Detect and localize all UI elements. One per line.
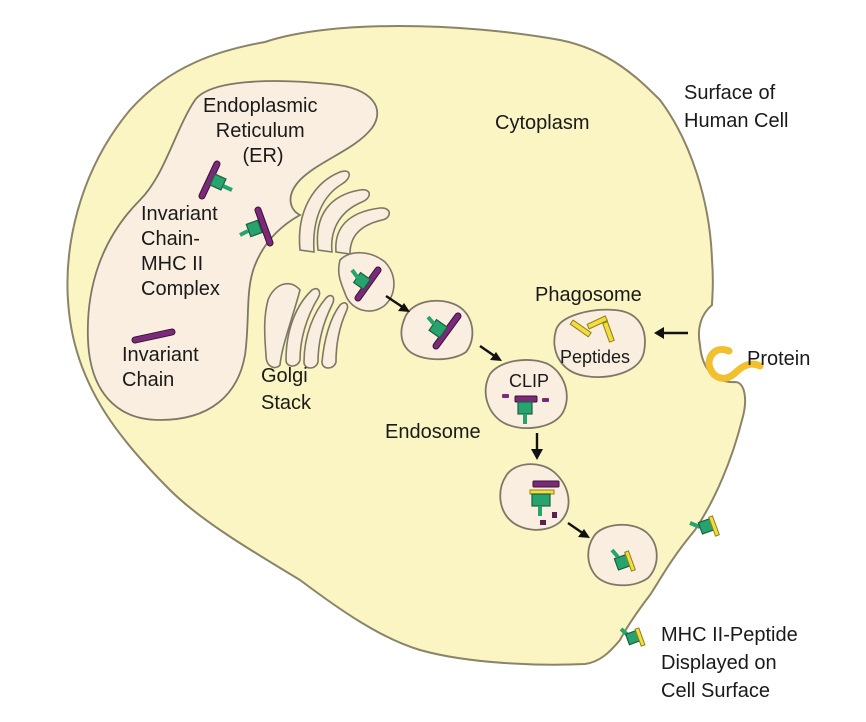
peptide-loading-icon [529,480,560,525]
label-invariant-chain: Invariant Chain [122,344,204,391]
arrow-loading-to-exocytic [567,522,590,538]
mhc-peptide-icon [610,548,636,572]
label-er: Endoplasmic Reticulum (ER) [203,95,323,167]
surface-mhc-peptide-icon [689,515,720,537]
invariant-chain-mhc-complex-icon [350,266,382,302]
label-peptides: Peptides [560,347,630,367]
invariant-chain-mhc-complex-icon [426,312,462,350]
arrow-vesicle-to-endosome [479,345,502,361]
invariant-chain-mhc-complex-icon [239,206,274,247]
label-cytoplasm: Cytoplasm [495,112,589,134]
label-protein: Protein [747,348,810,370]
exocytic-vesicle [587,523,658,587]
label-mhc-peptide-display: MHC II-Peptide Displayed on Cell Surface [661,624,803,702]
arrow-golgi-to-vesicle [385,295,410,312]
clip-mhc-icon [502,394,549,424]
peptides-icon [569,315,615,343]
invariant-chain-icon [131,328,176,344]
arrow-endosome-to-loading [531,433,543,460]
label-cell-surface: Surface of Human Cell [684,82,788,132]
protein-icon [705,346,764,382]
label-golgi-stack: Golgi Stack [261,365,313,414]
label-phagosome: Phagosome [535,284,642,306]
surface-mhc-peptide-icon [619,627,646,647]
invariant-chain-mhc-complex-icon [198,160,233,200]
label-clip: CLIP [509,371,549,391]
label-invariant-chain-mhc-complex: Invariant Chain- MHC II Complex [141,203,223,300]
endosome [484,359,568,429]
arrow-protein-to-phagosome [654,327,688,339]
label-endosome: Endosome [385,421,481,443]
